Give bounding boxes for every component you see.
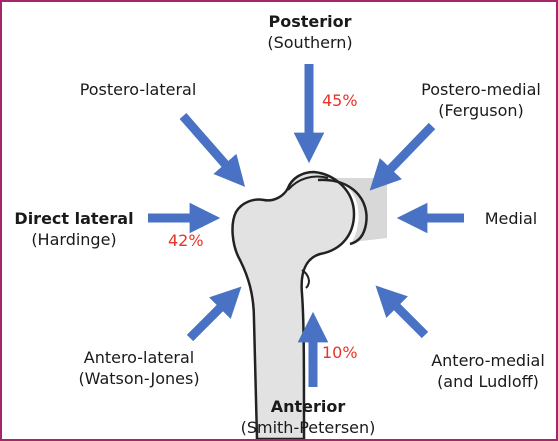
postero-lateral-label: Postero-lateral	[68, 79, 208, 100]
direct-lateral-eponym: (Hardinge)	[6, 229, 142, 250]
anterior-name: Anterior	[228, 396, 388, 417]
antero-medial-label: Antero-medial (and Ludloff)	[420, 350, 556, 392]
anterior-label: Anterior (Smith-Petersen)	[228, 396, 388, 438]
postero-medial-eponym: (Ferguson)	[410, 100, 552, 121]
postero-medial-arrow	[376, 126, 432, 184]
antero-medial-arrow	[382, 292, 425, 335]
posterior-eponym: (Southern)	[248, 32, 372, 53]
postero-lateral-arrow	[183, 116, 239, 180]
posterior-percent: 45%	[322, 91, 358, 111]
posterior-name: Posterior	[248, 11, 372, 32]
direct-lateral-percent: 42%	[168, 231, 204, 251]
antero-medial-name: Antero-medial	[420, 350, 556, 371]
postero-medial-name: Postero-medial	[410, 79, 552, 100]
medial-label: Medial	[476, 208, 546, 229]
postero-medial-label: Postero-medial (Ferguson)	[410, 79, 552, 121]
antero-lateral-name: Antero-lateral	[64, 347, 214, 368]
antero-lateral-arrow	[190, 293, 235, 338]
posterior-label: Posterior (Southern)	[248, 11, 372, 53]
medial-name: Medial	[476, 208, 546, 229]
anterior-eponym: (Smith-Petersen)	[228, 417, 388, 438]
direct-lateral-name: Direct lateral	[6, 208, 142, 229]
direct-lateral-label: Direct lateral (Hardinge)	[6, 208, 142, 250]
antero-lateral-label: Antero-lateral (Watson-Jones)	[64, 347, 214, 389]
anterior-percent: 10%	[322, 343, 358, 363]
postero-lateral-name: Postero-lateral	[68, 79, 208, 100]
antero-medial-eponym: (and Ludloff)	[420, 371, 556, 392]
antero-lateral-eponym: (Watson-Jones)	[64, 368, 214, 389]
